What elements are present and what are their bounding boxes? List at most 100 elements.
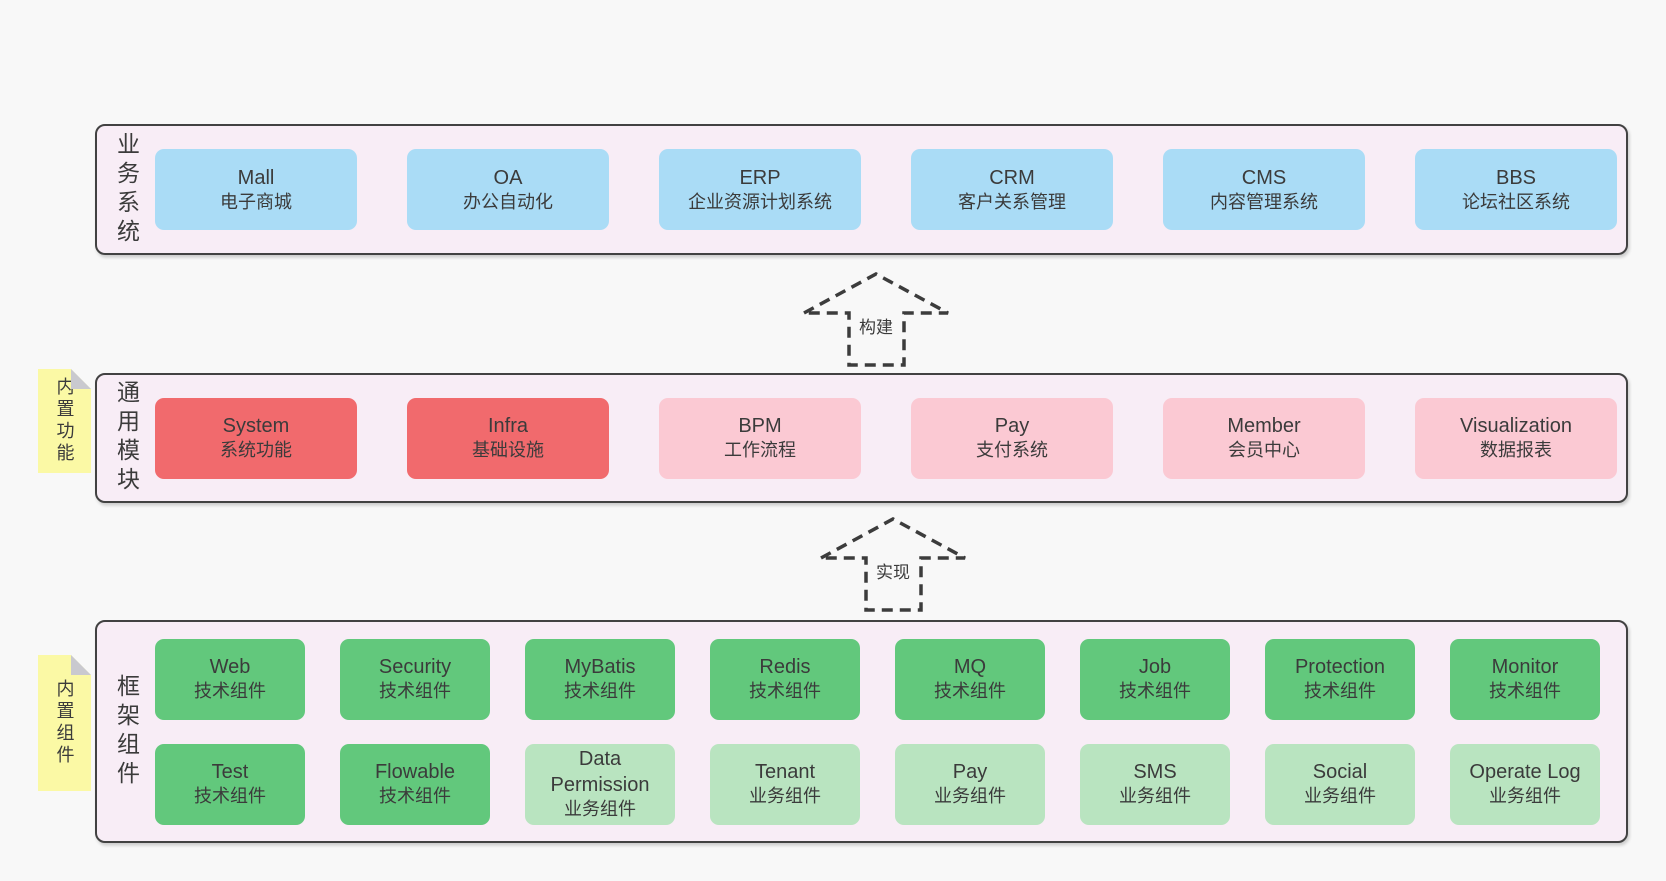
panel-content-business: Mall 电子商城 OA 办公自动化 ERP 企业资源计划系统 CRM — [155, 126, 1627, 253]
component-name-zh: 技术组件 — [934, 681, 1006, 702]
framework-row-2: Test 技术组件 Flowable 技术组件 Data Permission … — [155, 743, 1616, 825]
component-name-zh: 技术组件 — [1489, 681, 1561, 702]
component-box: Job 技术组件 — [1080, 638, 1230, 720]
module-name-zh: 支付系统 — [976, 440, 1048, 461]
component-box: Redis 技术组件 — [710, 638, 860, 720]
component-name-en: Social — [1312, 761, 1368, 784]
component-box: Tenant 业务组件 — [710, 743, 860, 825]
component-box: Data Permission 业务组件 — [525, 743, 675, 825]
component-name-zh: 技术组件 — [749, 681, 821, 702]
sticky-fold-corner-icon — [71, 655, 91, 675]
component-name-zh: 业务组件 — [749, 786, 821, 807]
module-box: ERP 企业资源计划系统 — [659, 149, 861, 230]
component-box: Operate Log 业务组件 — [1450, 743, 1600, 825]
component-name-zh: 业务组件 — [564, 799, 636, 820]
component-name-zh: 业务组件 — [1119, 786, 1191, 807]
common-modules-row: System 系统功能 Infra 基础设施 BPM 工作流程 Pay — [155, 397, 1617, 479]
component-name-en: Job — [1138, 656, 1172, 679]
module-name-zh: 工作流程 — [724, 440, 796, 461]
module-name-zh: 系统功能 — [220, 440, 292, 461]
module-name-en: BPM — [738, 415, 782, 438]
module-name-en: CRM — [989, 166, 1035, 189]
component-name-en: MQ — [953, 656, 987, 679]
module-name-en: Visualization — [1460, 415, 1572, 438]
dashed-up-arrow-icon — [820, 517, 966, 612]
module-box: Visualization 数据报表 — [1415, 397, 1617, 479]
component-box: SMS 业务组件 — [1080, 743, 1230, 825]
panel-content-modules: System 系统功能 Infra 基础设施 BPM 工作流程 Pay — [155, 375, 1627, 501]
component-name-zh: 业务组件 — [1489, 786, 1561, 807]
arrow-implement-label: 实现 — [873, 558, 913, 583]
component-name-zh: 技术组件 — [379, 681, 451, 702]
panel-label-text: 业务系统 — [113, 131, 140, 248]
module-box: CRM 客户关系管理 — [911, 149, 1113, 230]
component-box: MyBatis 技术组件 — [525, 638, 675, 720]
component-box: Protection 技术组件 — [1265, 638, 1415, 720]
sticky-note-text: 内置功能 — [54, 377, 75, 465]
component-name-zh: 技术组件 — [564, 681, 636, 702]
module-box: CMS 内容管理系统 — [1163, 149, 1365, 230]
sticky-note-builtin-components: 内置组件 — [38, 655, 91, 791]
module-box: System 系统功能 — [155, 397, 357, 479]
module-name-en: CMS — [1241, 166, 1287, 189]
component-box: Pay 业务组件 — [895, 743, 1045, 825]
component-name-en: Data Permission — [550, 748, 650, 797]
component-name-zh: 技术组件 — [379, 786, 451, 807]
module-name-zh: 基础设施 — [472, 440, 544, 461]
arrow-up-implement: 实现 — [817, 514, 969, 614]
module-box: BBS 论坛社区系统 — [1415, 149, 1617, 230]
module-name-zh: 电子商城 — [220, 191, 292, 212]
component-name-zh: 技术组件 — [1119, 681, 1191, 702]
component-name-en: Pay — [952, 761, 988, 784]
module-name-en: OA — [493, 166, 523, 189]
module-name-zh: 办公自动化 — [463, 191, 553, 212]
component-box: Social 业务组件 — [1265, 743, 1415, 825]
component-name-en: Protection — [1294, 656, 1386, 679]
arrow-build-label: 构建 — [856, 313, 896, 338]
module-box: Member 会员中心 — [1163, 397, 1365, 479]
panel-business-systems: 业务系统 Mall 电子商城 OA 办公自动化 ERP — [95, 124, 1628, 255]
module-name-zh: 内容管理系统 — [1210, 191, 1318, 212]
module-name-en: BBS — [1495, 166, 1537, 189]
business-systems-row: Mall 电子商城 OA 办公自动化 ERP 企业资源计划系统 CRM — [155, 149, 1617, 230]
panel-label-text: 通用模块 — [113, 380, 140, 496]
panel-label-common-modules: 通用模块 — [97, 375, 155, 501]
component-box: Security 技术组件 — [340, 638, 490, 720]
panel-framework-components: 框架组件 Web 技术组件 Security 技术组件 MyBati — [95, 620, 1628, 843]
component-name-en: Flowable — [374, 761, 456, 784]
component-name-zh: 技术组件 — [194, 786, 266, 807]
component-name-zh: 业务组件 — [1304, 786, 1376, 807]
component-name-zh: 技术组件 — [1304, 681, 1376, 702]
panel-label-text: 框架组件 — [113, 673, 140, 790]
component-box: Flowable 技术组件 — [340, 743, 490, 825]
panel-common-modules: 通用模块 System 系统功能 Infra 基础设施 BPM — [95, 373, 1628, 503]
module-name-en: System — [222, 415, 290, 438]
module-name-en: Member — [1227, 415, 1301, 438]
dashed-up-arrow-icon — [803, 272, 949, 367]
module-box: OA 办公自动化 — [407, 149, 609, 230]
component-name-en: Redis — [759, 656, 811, 679]
module-name-en: Mall — [237, 166, 275, 189]
component-name-zh: 技术组件 — [194, 681, 266, 702]
component-name-en: Tenant — [754, 761, 816, 784]
component-name-en: Security — [378, 656, 452, 679]
module-name-zh: 会员中心 — [1228, 440, 1300, 461]
component-box: Test 技术组件 — [155, 743, 305, 825]
sticky-fold-corner-icon — [71, 369, 91, 389]
module-name-en: Pay — [994, 415, 1030, 438]
component-name-en: Monitor — [1491, 656, 1559, 679]
component-box: MQ 技术组件 — [895, 638, 1045, 720]
component-box: Web 技术组件 — [155, 638, 305, 720]
component-name-zh: 业务组件 — [934, 786, 1006, 807]
component-name-en: SMS — [1133, 761, 1177, 784]
module-name-en: Infra — [487, 415, 529, 438]
module-box: Mall 电子商城 — [155, 149, 357, 230]
component-name-en: Web — [209, 656, 251, 679]
arrow-up-build: 构建 — [800, 269, 952, 369]
module-name-zh: 论坛社区系统 — [1462, 191, 1570, 212]
module-box: BPM 工作流程 — [659, 397, 861, 479]
component-name-en: Operate Log — [1469, 761, 1581, 784]
module-box: Pay 支付系统 — [911, 397, 1113, 479]
module-name-zh: 客户关系管理 — [958, 191, 1066, 212]
